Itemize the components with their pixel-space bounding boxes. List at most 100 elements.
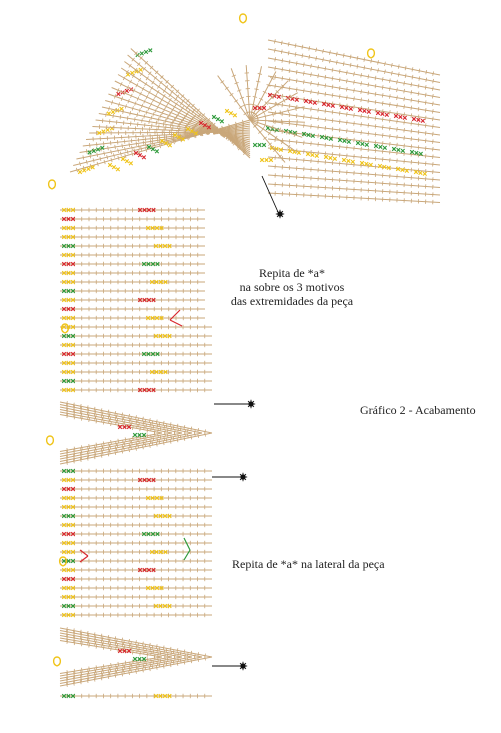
stitch-tick <box>360 89 362 94</box>
stitch-tick <box>86 410 89 415</box>
stitch-tick <box>163 436 166 441</box>
single-crochet-mark <box>70 279 76 285</box>
stitch-tick <box>317 133 319 139</box>
single-crochet-mark <box>224 108 230 114</box>
stitch-tick <box>367 131 370 136</box>
stitch-tick <box>303 88 305 93</box>
stitch-tick <box>134 117 136 122</box>
single-crochet-mark <box>61 387 67 393</box>
single-crochet-mark <box>70 252 76 258</box>
stitch-tick <box>94 416 96 421</box>
single-crochet-mark <box>422 171 428 176</box>
single-crochet-mark <box>119 106 124 112</box>
stitch-tick <box>144 81 148 87</box>
stitch-tick <box>73 668 76 674</box>
stitch-tick <box>87 640 89 645</box>
stitch-tick <box>145 147 148 153</box>
stitch-tick <box>310 72 312 77</box>
star-marker-ray <box>279 210 284 215</box>
single-crochet-mark <box>364 161 369 167</box>
single-crochet-mark <box>167 243 172 249</box>
stitch-tick <box>154 108 157 113</box>
stitch-tick <box>286 130 289 135</box>
stitch-tick <box>138 439 140 444</box>
stitch-tick <box>308 54 311 60</box>
stitch-tick <box>418 76 421 81</box>
single-crochet-mark <box>366 109 372 114</box>
single-crochet-mark <box>414 150 419 156</box>
stitch-tick <box>130 440 133 445</box>
single-crochet-mark <box>70 468 76 474</box>
single-crochet-mark <box>215 116 221 122</box>
stitch-tick <box>282 98 286 103</box>
stitch-tick <box>142 641 144 647</box>
stitch-tick <box>162 440 165 446</box>
stitch-tick <box>263 122 266 128</box>
stitch-tick <box>163 425 166 430</box>
stitch-tick <box>346 120 348 125</box>
stitch-tick <box>131 106 134 111</box>
stitch-tick <box>317 99 319 104</box>
stitch-tick <box>135 644 138 650</box>
single-crochet-mark <box>61 243 67 249</box>
stitch-tick <box>128 447 130 453</box>
stitch-tick <box>121 143 123 149</box>
stitch-tick <box>360 130 362 135</box>
stitch-tick <box>158 139 161 145</box>
single-crochet-mark <box>278 147 284 152</box>
single-crochet-mark <box>117 424 123 430</box>
stitch-tick <box>130 645 133 651</box>
single-crochet-mark <box>61 378 67 384</box>
stitch-tick <box>101 417 103 423</box>
single-crochet-mark <box>146 207 152 213</box>
central-fan-row <box>245 65 251 121</box>
single-crochet-mark <box>66 603 71 609</box>
single-crochet-mark <box>128 161 134 166</box>
stitch-tick <box>303 97 305 102</box>
stitch-tick <box>281 129 283 134</box>
stitch-tick <box>197 433 200 439</box>
stitch-tick <box>88 417 90 423</box>
single-crochet-mark <box>339 104 345 110</box>
stitch-tick <box>79 457 82 463</box>
single-crochet-mark <box>70 549 76 555</box>
stitch-tick <box>162 88 166 93</box>
stitch-tick <box>123 90 127 96</box>
stitch-tick <box>66 677 68 682</box>
stitch-tick <box>367 98 370 104</box>
stitch-tick <box>115 645 117 650</box>
stitch-tick <box>289 94 293 99</box>
stitch-tick <box>128 670 130 676</box>
stitch-tick <box>96 152 99 158</box>
single-crochet-mark <box>193 131 199 136</box>
stitch-tick <box>432 146 434 152</box>
star-marker-ray <box>242 473 247 478</box>
stitch-tick <box>123 669 125 674</box>
stitch-tick <box>128 142 131 148</box>
stitch-tick <box>123 644 126 650</box>
single-crochet-mark <box>154 149 160 154</box>
stitch-tick <box>86 456 89 461</box>
stitch-tick <box>144 665 146 670</box>
stitch-tick <box>389 126 391 131</box>
stitch-tick <box>66 632 68 637</box>
stitch-tick <box>159 114 162 119</box>
single-crochet-mark <box>155 531 160 537</box>
stitch-tick <box>169 439 172 444</box>
single-crochet-mark <box>326 102 331 108</box>
stitch-tick <box>432 93 434 99</box>
stitch-tick <box>73 633 75 638</box>
single-crochet-mark <box>158 369 164 375</box>
stitch-tick <box>360 122 362 127</box>
single-crochet-mark <box>70 351 76 357</box>
stitch-tick <box>105 112 107 117</box>
stitch-tick <box>353 96 355 101</box>
stitch-tick <box>367 82 370 88</box>
stitch-tick <box>417 122 420 127</box>
stitch-tick <box>217 127 221 132</box>
single-crochet-mark <box>141 261 147 267</box>
stitch-tick <box>121 671 123 677</box>
stitch-tick <box>149 666 151 672</box>
single-crochet-mark <box>70 297 76 303</box>
stitch-tick <box>257 73 263 75</box>
